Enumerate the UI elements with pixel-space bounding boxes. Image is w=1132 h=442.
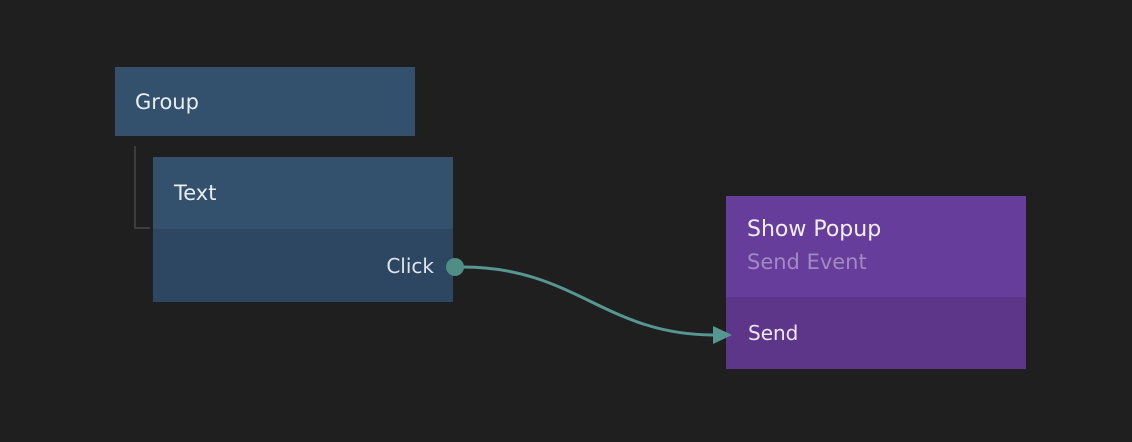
show-popup-node-title: Show Popup xyxy=(747,217,882,242)
tree-connector-line xyxy=(134,146,150,229)
show-popup-node-header: Show Popup Send Event xyxy=(726,196,1026,297)
show-popup-node-input-row: Send xyxy=(726,297,1026,369)
show-popup-node[interactable]: Show Popup Send Event Send xyxy=(726,196,1026,369)
show-popup-node-subtitle: Send Event xyxy=(747,250,867,274)
connection-edge[interactable] xyxy=(462,265,715,337)
text-node-output-row: Click xyxy=(153,229,453,302)
group-node[interactable]: Group xyxy=(115,67,415,136)
text-node[interactable]: Text Click xyxy=(153,157,453,302)
text-node-title: Text xyxy=(153,157,453,229)
click-port-label: Click xyxy=(386,253,434,278)
group-node-title: Group xyxy=(135,89,199,114)
click-port-dot[interactable] xyxy=(446,258,464,276)
send-input-label: Send xyxy=(748,321,799,345)
